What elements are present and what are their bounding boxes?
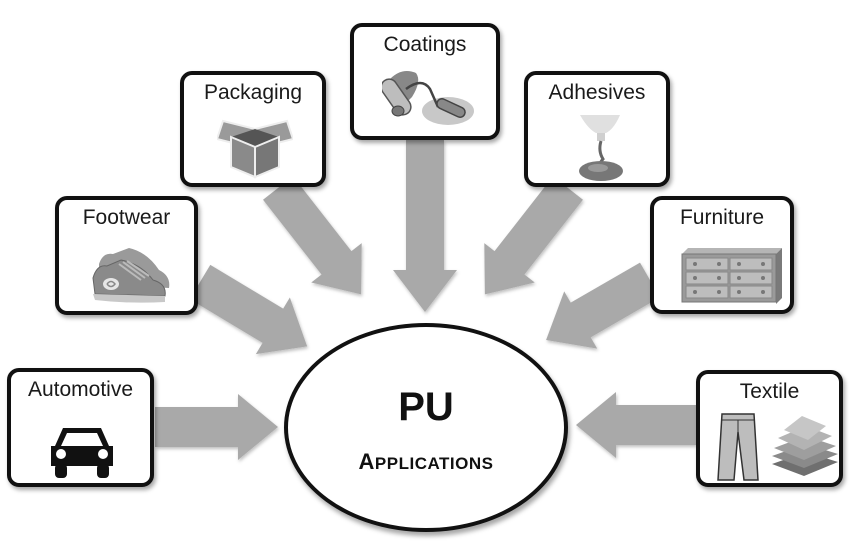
application-box-furniture: Furniture <box>650 196 794 314</box>
pu-applications-hub: PU APPLICATIONS <box>284 323 568 532</box>
application-box-textile: Textile <box>696 370 843 487</box>
application-label: Automotive <box>27 378 134 401</box>
hub-subtitle: APPLICATIONS <box>288 449 564 475</box>
application-label: Adhesives <box>548 81 646 104</box>
trousers-icon <box>717 413 759 481</box>
hub-title: PU <box>398 385 454 429</box>
folded-cloth-icon <box>772 416 838 476</box>
application-box-automotive: Automotive <box>7 368 154 487</box>
application-label: Furniture <box>679 206 765 229</box>
arrow-adhesives <box>484 176 583 295</box>
application-label: Textile <box>739 380 800 403</box>
glue-drip-icon <box>579 115 623 181</box>
hub-subtitle-initial: A <box>358 449 375 474</box>
application-label: Packaging <box>203 81 303 104</box>
arrow-packaging <box>263 176 362 295</box>
application-box-adhesives: Adhesives <box>524 71 670 187</box>
application-box-coatings: Coatings <box>350 23 500 140</box>
arrow-footwear <box>189 264 308 355</box>
dresser-icon <box>681 248 782 304</box>
application-label: Coatings <box>383 33 467 56</box>
arrow-textile <box>576 392 696 458</box>
application-label: Footwear <box>82 206 171 229</box>
sneaker-icon <box>92 248 170 303</box>
open-box-icon <box>217 119 293 179</box>
car-icon <box>51 428 113 478</box>
arrow-coatings <box>393 140 457 312</box>
paint-roller-icon <box>382 71 474 125</box>
arrow-automotive <box>155 394 278 460</box>
application-box-packaging: Packaging <box>180 71 326 187</box>
arrow-furniture <box>546 262 660 349</box>
hub-subtitle-rest: PPLICATIONS <box>374 454 494 473</box>
application-box-footwear: Footwear <box>55 196 198 315</box>
clothing-icon <box>717 413 838 481</box>
